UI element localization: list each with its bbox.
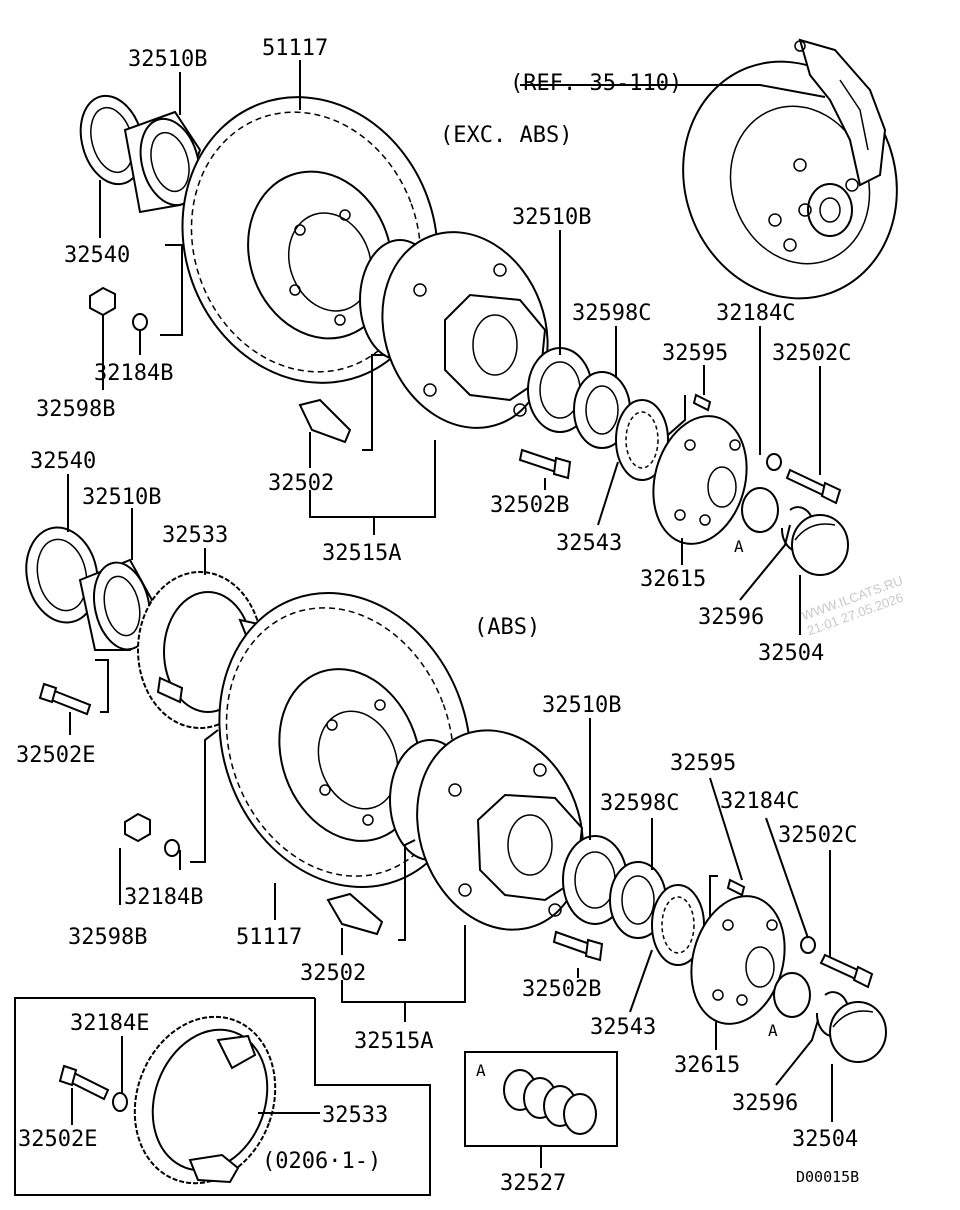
hub-32515a-top-drawing [359,231,549,429]
label-32515a-abs: 32515A [354,1029,433,1054]
label-51117-abs: 51117 [236,925,302,950]
label-32510b-abs-left: 32510B [82,485,161,510]
inset-frame [14,997,431,1196]
label-32596-top: 32596 [698,605,764,630]
bolt-32502e-abs-drawing [38,682,92,716]
label-32184c-top: 32184C [716,301,795,326]
label-32502c-abs: 32502C [778,823,857,848]
label-ref-35-110: (REF. 35-110) [510,71,682,96]
label-32184b-abs: 32184B [124,885,203,910]
bearing-32510b-abs-drawing [78,558,154,651]
hub-32515a-abs-drawing [389,729,584,931]
label-a-top: A [734,537,744,556]
label-a-abs: A [768,1021,778,1040]
snap-ring-kit-32527-box [464,1051,618,1168]
label-32184e-inset: 32184E [70,1011,149,1036]
label-32615-top: 32615 [640,567,706,592]
bolt-32595-top-drawing [692,393,712,412]
label-abs: (ABS) [474,615,540,640]
label-32510b-top-left: 32510B [128,47,207,72]
label-32515a-top: 32515A [322,541,401,566]
label-32502-top: 32502 [268,471,334,496]
label-32184b-top: 32184B [94,361,173,386]
label-32615-abs: 32615 [674,1053,740,1078]
label-32543-top: 32543 [556,531,622,556]
washer-32184c-top-drawing [766,453,782,471]
watermark: WWW.ILCATS.RU 21:01 27.05.2026 [800,573,906,639]
label-32533-abs: 32533 [162,523,228,548]
label-32540-top: 32540 [64,243,130,268]
label-32595-abs: 32595 [670,751,736,776]
label-32598c-abs: 32598C [600,791,679,816]
part-labels: 32510B 51117 (REF. 35-110) (EXC. ABS) 32… [16,36,859,1196]
leader-lines-abs [67,474,833,1122]
washer-32184b-abs-drawing [164,839,180,857]
label-32598b-top: 32598B [36,397,115,422]
label-32533-inset: 32533 [322,1103,388,1128]
label-32540-abs: 32540 [30,449,96,474]
label-0206-1: (0206·1-) [262,1149,381,1174]
nut-32598b-top-drawing [89,286,116,317]
stud-32502-top-drawing [298,398,352,444]
leader-lines-top [99,60,826,635]
label-32595-top: 32595 [662,341,728,366]
bolt-32502b-abs-drawing [552,930,604,962]
tone-ring-32533-inset-drawing [133,1015,277,1185]
label-32502c-top: 32502C [772,341,851,366]
cap-32504-abs-drawing [829,1001,887,1063]
bolt-32502c-top-drawing [785,468,842,505]
flange-32615-abs-drawing [690,895,786,1025]
nut-32598b-abs-drawing [124,812,151,843]
label-32510b-hub-top: 32510B [512,205,591,230]
seal-32540-abs-drawing [25,526,99,624]
bolt-32502c-abs-drawing [819,953,874,989]
label-32502b-top: 32502B [490,493,569,518]
label-a-box: A [476,1061,486,1080]
label-51117-top: 51117 [262,36,328,61]
cap-32504-top-drawing [791,514,849,576]
label-32543-abs: 32543 [590,1015,656,1040]
label-32504-abs: 32504 [792,1127,858,1152]
label-32598c-top: 32598C [572,301,651,326]
label-exc-abs: (EXC. ABS) [440,123,572,148]
label-32510b-abs-hub: 32510B [542,693,621,718]
ring-32543-top-drawing [615,399,669,481]
label-32502e-inset: 32502E [18,1127,97,1152]
leader-lines-inset [71,1036,320,1125]
ring-32543-abs-drawing [651,884,705,966]
washer-32184e-inset-drawing [112,1092,128,1112]
bolt-32595-abs-drawing [726,878,746,897]
flange-32615-top-drawing [652,415,748,545]
washer-32184c-abs-drawing [800,936,816,954]
label-32502-abs: 32502 [300,961,366,986]
bearing-32510b-top-drawing [123,110,202,214]
washer-32184b-top-drawing [132,313,148,331]
label-32596-abs: 32596 [732,1091,798,1116]
label-32184c-abs: 32184C [720,789,799,814]
label-32598b-abs: 32598B [68,925,147,950]
label-32504-top: 32504 [758,641,824,666]
label-32502b-abs: 32502B [522,977,601,1002]
bolt-32502e-inset-drawing [58,1064,110,1101]
bolt-32502b-top-drawing [518,448,572,480]
diagram-code: D00015B [796,1168,859,1186]
label-32502e-abs: 32502E [16,743,95,768]
reference-brake-assembly-drawing [682,38,898,300]
stud-32502-abs-drawing [326,892,384,936]
label-32527: 32527 [500,1171,566,1196]
